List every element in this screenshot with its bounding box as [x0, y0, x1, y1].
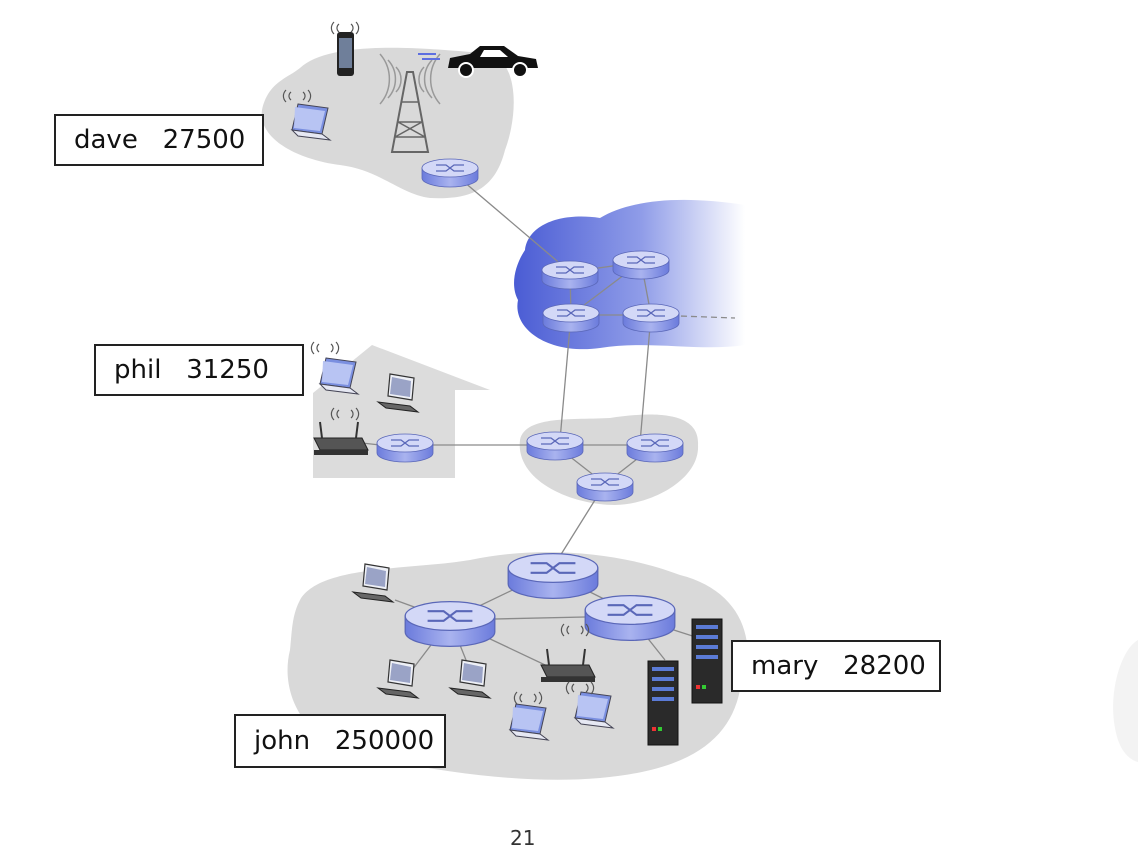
router-enterprise-3 — [584, 594, 676, 642]
server-icon — [647, 660, 679, 746]
router-isp-2 — [612, 250, 670, 280]
host-label-dave: dave 27500 — [54, 114, 264, 166]
host-label-mary: mary 28200 — [731, 640, 941, 692]
server-icon — [691, 618, 723, 704]
router-mobile — [421, 158, 479, 188]
wifi-icon — [310, 341, 340, 355]
router-enterprise-1 — [507, 552, 599, 600]
router-home — [376, 433, 434, 463]
page-number: 21 — [510, 826, 536, 850]
host-label-john: john 250000 — [234, 714, 446, 768]
router-isp-3 — [542, 303, 600, 333]
car-icon — [418, 46, 538, 78]
smartphone-icon — [337, 32, 354, 76]
router-isp-4 — [622, 303, 680, 333]
edge-decoration — [1113, 640, 1138, 762]
router-regional-1 — [526, 431, 584, 461]
router-regional-3 — [576, 472, 634, 502]
router-enterprise-2 — [404, 600, 496, 648]
host-label-phil: phil 31250 — [94, 344, 304, 396]
cell-tower-icon — [379, 53, 441, 153]
router-regional-2 — [626, 433, 684, 463]
router-isp-1 — [541, 260, 599, 290]
